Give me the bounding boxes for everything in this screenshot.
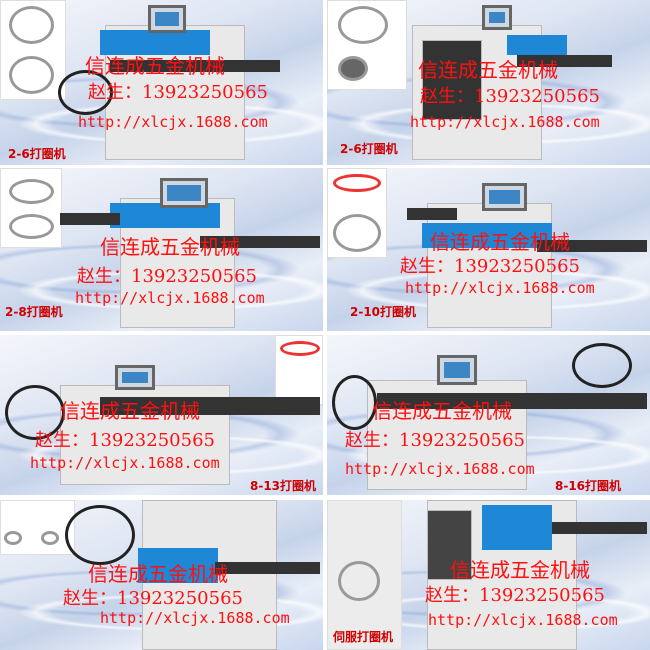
cable xyxy=(332,375,377,430)
ring-image xyxy=(9,214,54,239)
cable xyxy=(58,70,113,115)
strainer-image xyxy=(338,56,368,81)
machine-cabinet xyxy=(422,40,482,120)
company-watermark: 信连成五金机械 xyxy=(450,558,590,582)
company-watermark: 信连成五金机械 xyxy=(372,399,512,423)
product-panel-2: 信连成五金机械 赵生：13923250565 http://xlcjx.1688… xyxy=(327,0,650,165)
feed-rail xyxy=(200,236,320,248)
control-screen xyxy=(437,355,477,385)
control-screen xyxy=(482,5,512,30)
feed-rail xyxy=(552,522,647,534)
phone-watermark: 赵生：13923250565 xyxy=(35,430,215,451)
product-panel-6: 信连成五金机械 赵生：13923250565 http://xlcjx.1688… xyxy=(327,335,650,495)
ring-image xyxy=(338,561,380,601)
company-watermark: 信连成五金机械 xyxy=(88,562,228,586)
feed-rail xyxy=(215,562,320,574)
ring-thumbnail xyxy=(0,0,66,100)
roller-block xyxy=(507,35,567,55)
ring-image xyxy=(338,6,388,44)
ring-image xyxy=(4,531,22,545)
hoop-thumbnail xyxy=(327,168,387,258)
cable xyxy=(65,505,135,565)
products-thumbnail xyxy=(0,500,75,555)
ring-thumbnail xyxy=(327,0,407,90)
ring-sample xyxy=(572,343,632,388)
feed-rail xyxy=(537,240,647,252)
product-panel-3: 信连成五金机械 赵生：13923250565 http://xlcjx.1688… xyxy=(0,168,323,331)
model-label: 伺服打圈机 xyxy=(333,630,394,644)
url-watermark: http://xlcjx.1688.com xyxy=(428,611,618,629)
url-watermark: http://xlcjx.1688.com xyxy=(100,609,290,627)
ring-image xyxy=(9,179,54,204)
control-screen xyxy=(160,178,208,208)
hoop-image xyxy=(333,174,381,192)
feed-rail xyxy=(517,55,612,67)
cable xyxy=(5,385,65,440)
phone-watermark: 赵生：13923250565 xyxy=(77,266,257,287)
ring-image xyxy=(9,6,54,44)
control-screen xyxy=(482,183,527,211)
url-watermark: http://xlcjx.1688.com xyxy=(405,279,595,297)
product-panel-1: 信连成五金机械 赵生：13923250565 http://xlcjx.1688… xyxy=(0,0,323,165)
url-watermark: http://xlcjx.1688.com xyxy=(78,113,268,131)
roller-block xyxy=(422,223,552,248)
spring-thumbnail xyxy=(327,500,402,650)
model-label: 2-10打圈机 xyxy=(350,305,417,319)
product-panel-7: 信连成五金机械 赵生：13923250565 http://xlcjx.1688… xyxy=(0,500,323,650)
company-watermark: 信连成五金机械 xyxy=(430,230,570,254)
product-panel-4: 信连成五金机械 赵生：13923250565 http://xlcjx.1688… xyxy=(327,168,650,331)
model-label: 8-16打圈机 xyxy=(555,479,622,493)
phone-watermark: 赵生：13923250565 xyxy=(88,82,268,103)
url-watermark: http://xlcjx.1688.com xyxy=(345,460,535,478)
feed-rail xyxy=(377,393,647,409)
feed-rail xyxy=(110,60,280,72)
company-watermark: 信连成五金机械 xyxy=(85,54,225,78)
phone-watermark: 赵生：13923250565 xyxy=(345,430,525,451)
company-watermark: 信连成五金机械 xyxy=(418,58,558,82)
product-panel-8: 信连成五金机械 赵生：13923250565 http://xlcjx.1688… xyxy=(327,500,650,650)
company-watermark: 信连成五金机械 xyxy=(60,399,200,423)
product-panel-5: 信连成五金机械 赵生：13923250565 http://xlcjx.1688… xyxy=(0,335,323,495)
feed-rail xyxy=(100,397,320,415)
machine-cabinet xyxy=(427,510,472,580)
ring-image xyxy=(333,214,381,252)
model-label: 2-6打圈机 xyxy=(8,147,66,161)
hoop-thumbnail xyxy=(275,335,323,405)
phone-watermark: 赵生：13923250565 xyxy=(63,588,243,609)
model-label: 8-13打圈机 xyxy=(250,479,317,493)
phone-watermark: 赵生：13923250565 xyxy=(420,86,600,107)
control-screen xyxy=(115,365,155,390)
roller-block xyxy=(482,505,552,550)
model-label: 2-6打圈机 xyxy=(340,142,398,156)
hoop-image xyxy=(280,341,320,356)
url-watermark: http://xlcjx.1688.com xyxy=(30,454,220,472)
control-screen xyxy=(148,5,186,33)
ring-image xyxy=(41,531,59,545)
model-label: 2-8打圈机 xyxy=(5,305,63,319)
company-watermark: 信连成五金机械 xyxy=(100,235,240,259)
phone-watermark: 赵生：13923250565 xyxy=(425,585,605,606)
ring-image xyxy=(9,56,54,94)
phone-watermark: 赵生：13923250565 xyxy=(400,256,580,277)
roller-block xyxy=(100,30,210,55)
url-watermark: http://xlcjx.1688.com xyxy=(410,113,600,131)
feed-rail xyxy=(407,208,457,220)
url-watermark: http://xlcjx.1688.com xyxy=(75,289,265,307)
roller-block xyxy=(138,548,218,583)
basket-thumbnail xyxy=(0,168,62,248)
feed-rail xyxy=(60,213,120,225)
